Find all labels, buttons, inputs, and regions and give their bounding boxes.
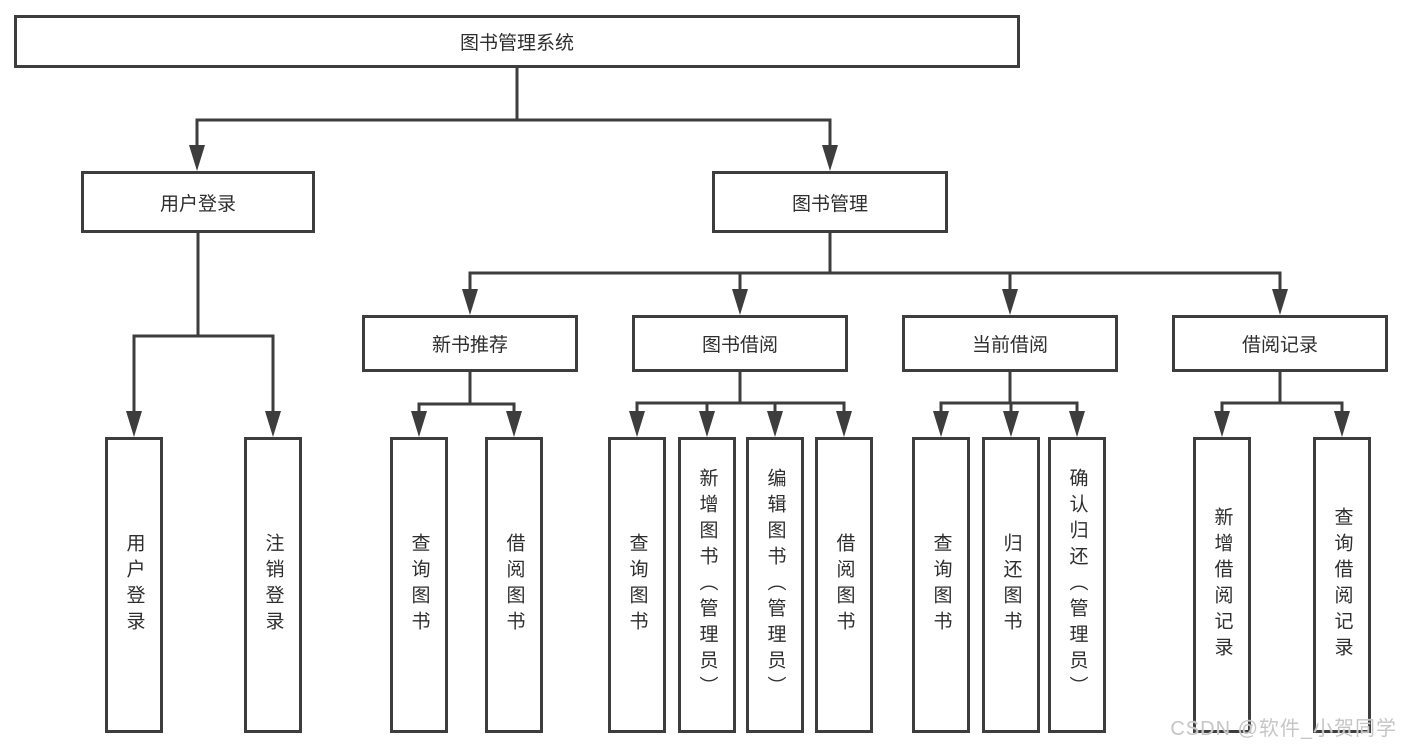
- leaf-label: 查询图书: [930, 533, 952, 637]
- leaf-label: 编辑图书（管理员）: [764, 468, 786, 702]
- leaf-label: 查询借阅记录: [1331, 507, 1353, 663]
- leaf-label: 查询图书: [626, 533, 648, 637]
- leaf-label: 归还图书: [1000, 533, 1022, 637]
- csdn-watermark: CSDN @软件_小贺同学: [1170, 718, 1397, 740]
- connector-current-borrowing-branch: [939, 372, 1079, 415]
- node-new-book-recommendation: 新书推荐: [362, 315, 578, 372]
- leaf-edit-books-admin: 编辑图书（管理员）: [746, 437, 804, 733]
- node-root: 图书管理系统: [14, 15, 1020, 68]
- leaf-borrow-books: 借阅图书: [485, 437, 543, 733]
- node-book-management-branch: 图书管理: [712, 171, 948, 233]
- leaf-borrow-books: 借阅图书: [815, 437, 873, 733]
- leaf-query-books: 查询图书: [912, 437, 970, 733]
- connector-new-book-branch: [417, 372, 516, 415]
- connector-book-management-to-level3: [468, 233, 1282, 293]
- leaf-query-books: 查询图书: [390, 437, 448, 733]
- leaf-label: 确认归还（管理员）: [1066, 468, 1088, 702]
- leaf-add-borrow-record: 新增借阅记录: [1193, 437, 1251, 733]
- connector-root-to-level2: [195, 68, 832, 150]
- leaf-return-books: 归还图书: [982, 437, 1040, 733]
- connector-book-borrowing-branch: [635, 372, 846, 415]
- leaf-user-login: 用户登录: [105, 437, 163, 733]
- leaf-add-books-admin: 新增图书（管理员）: [678, 437, 736, 733]
- leaf-label: 新增图书（管理员）: [696, 468, 718, 702]
- leaf-query-borrow-record: 查询借阅记录: [1313, 437, 1371, 733]
- node-user-login-branch: 用户登录: [81, 171, 315, 233]
- leaf-label: 注销登录: [262, 533, 284, 637]
- leaf-label: 查询图书: [408, 533, 430, 637]
- leaf-label: 用户登录: [123, 533, 145, 637]
- leaf-confirm-return-admin: 确认归还（管理员）: [1048, 437, 1106, 733]
- node-current-borrowing: 当前借阅: [902, 315, 1118, 372]
- node-borrowing-records: 借阅记录: [1172, 315, 1388, 372]
- leaf-label: 新增借阅记录: [1211, 507, 1233, 663]
- leaf-label: 借阅图书: [503, 533, 525, 637]
- node-book-borrowing: 图书借阅: [632, 315, 848, 372]
- leaf-query-books: 查询图书: [608, 437, 666, 733]
- connector-borrowing-records-branch: [1220, 372, 1344, 415]
- leaf-label: 借阅图书: [833, 533, 855, 637]
- leaf-logout: 注销登录: [244, 437, 302, 733]
- connector-user-login-branch: [132, 233, 275, 415]
